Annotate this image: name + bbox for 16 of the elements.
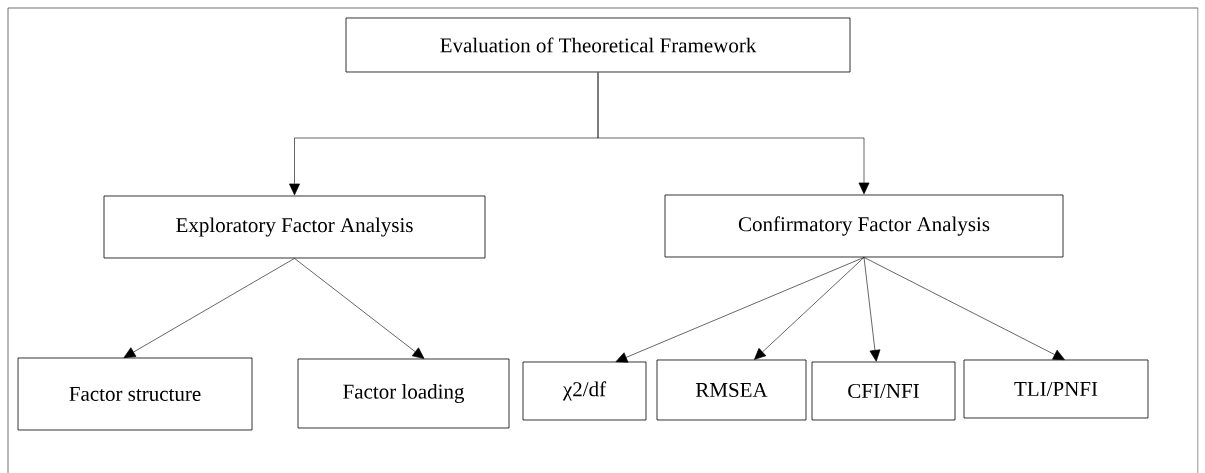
process-box: χ2/df xyxy=(522,361,647,421)
arrow xyxy=(754,257,865,360)
arrow xyxy=(615,257,865,363)
process-box: TLI/PNFI xyxy=(963,359,1149,419)
arrow xyxy=(123,258,295,358)
arrow xyxy=(597,72,870,195)
process-box: Confirmatory Factor Analysis xyxy=(664,194,1064,258)
process-box: RMSEA xyxy=(656,359,807,421)
process-box: Factor loading xyxy=(297,358,510,429)
process-box: Evaluation of Theoretical Framework xyxy=(345,17,851,73)
process-box: Exploratory Factor Analysis xyxy=(103,195,486,259)
process-box: Factor structure xyxy=(17,357,253,431)
arrow xyxy=(294,258,425,359)
arrow xyxy=(863,257,881,362)
process-box: CFI/NFI xyxy=(811,361,956,421)
arrow xyxy=(863,257,1065,360)
